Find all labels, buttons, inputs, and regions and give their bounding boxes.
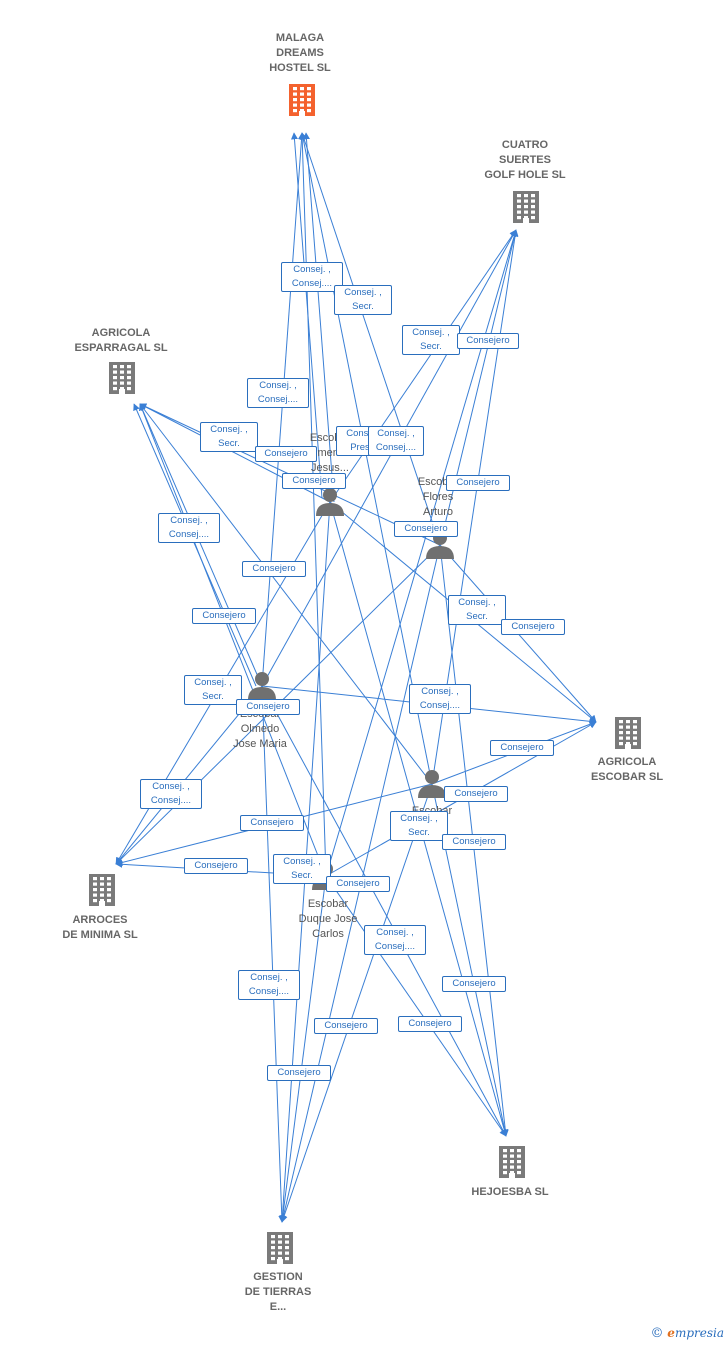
brand-name: mpresia (674, 1326, 724, 1340)
edge-label[interactable]: Consej. , Consej.... (409, 684, 471, 714)
company-label-hejoesba[interactable]: HEJOESBA SL (471, 1186, 549, 1198)
person-icon[interactable] (418, 770, 446, 798)
edge-label[interactable]: Consej. , Consej.... (247, 378, 309, 408)
edge-label[interactable]: Consej. , Consej.... (238, 970, 300, 1000)
edge-jose_carlos-to-malaga (298, 132, 327, 877)
company-label-esparragal[interactable]: AGRICOLA ESPARRAGAL SL (74, 327, 168, 354)
edge-jose_carlos-to-gestion (279, 875, 327, 1223)
copyright-symbol: © (650, 1326, 664, 1341)
edge-label[interactable]: Consejero (255, 446, 317, 462)
edge-label[interactable]: Consej. , Consej.... (140, 779, 202, 809)
edge-jose_maria-to-cuatro (261, 229, 517, 687)
edge-label[interactable]: Consej. , Consej.... (158, 513, 220, 543)
company-label-cuatro[interactable]: CUATRO SUERTES GOLF HOLE SL (484, 139, 566, 181)
edge-label[interactable]: Consejero (240, 815, 304, 831)
edge-jesus-to-cuatro (329, 229, 517, 503)
person-label-jose-carlos[interactable]: Escobar Duque Jose Carlos (298, 898, 358, 940)
edge-label[interactable]: Consej. , Consej.... (368, 426, 424, 456)
edge-jose_carlos-to-esparragal (139, 403, 327, 877)
brand-initial: e (667, 1326, 675, 1340)
edge-label[interactable]: Consejero (442, 976, 506, 992)
building-icon[interactable] (513, 191, 539, 223)
edge-label[interactable]: Consejero (501, 619, 565, 635)
edge-label[interactable]: Consejero (314, 1018, 378, 1034)
building-icon-highlight[interactable] (289, 84, 315, 116)
building-icon[interactable] (267, 1232, 293, 1264)
person-icon[interactable] (248, 672, 276, 700)
edge-label[interactable]: Consejero (446, 475, 510, 491)
edge-label[interactable]: Consej. , Consej.... (281, 262, 343, 292)
edge-label[interactable]: Consejero (184, 858, 248, 874)
edge-label[interactable]: Consejero (394, 521, 458, 537)
edge-jose_maria-to-esparragal (133, 403, 257, 687)
edge-arturo-to-cuatro (439, 229, 518, 546)
edge-p4-to-malaga (299, 132, 433, 785)
edge-label[interactable]: Consej. , Secr. (334, 285, 392, 315)
company-label-malaga[interactable]: MALAGA DREAMS HOSTEL SL (269, 32, 331, 74)
edge-label[interactable]: Consej. , Secr. (273, 854, 331, 884)
edge-jose_carlos-to-hejoesba (325, 875, 507, 1137)
edge-jose_maria-to-esparragal (139, 403, 263, 687)
edge-label[interactable]: Consejero (326, 876, 390, 892)
edge-label[interactable]: Consejero (457, 333, 519, 349)
edge-label[interactable]: Consejero (490, 740, 554, 756)
edge-label[interactable]: Consej. , Consej.... (364, 925, 426, 955)
edge-jesus-to-malaga (302, 132, 335, 503)
edge-label[interactable]: Consejero (192, 608, 256, 624)
edge-label[interactable]: Consejero (398, 1016, 462, 1032)
edge-jose_maria-to-hejoesba (261, 685, 507, 1137)
edge-label[interactable]: Consej. , Secr. (390, 811, 448, 841)
edge-label[interactable]: Consejero (236, 699, 300, 715)
edge-p4-to-esparragal (139, 403, 433, 785)
edge-label[interactable]: Consej. , Secr. (448, 595, 506, 625)
building-icon[interactable] (615, 717, 641, 749)
edge-label[interactable]: Consej. , Secr. (402, 325, 460, 355)
building-icon[interactable] (109, 362, 135, 394)
edge-p4-to-gestion (280, 783, 433, 1223)
edge-label[interactable]: Consejero (267, 1065, 331, 1081)
company-label-gestion[interactable]: GESTION DE TIERRAS E... (244, 1271, 312, 1313)
nodes-layer (89, 84, 641, 1264)
edge-arturo-to-malaga (300, 132, 441, 546)
edge-jose_maria-to-gestion (261, 685, 286, 1223)
building-icon[interactable] (499, 1146, 525, 1178)
company-label-escobar-sl[interactable]: AGRICOLA ESCOBAR SL (590, 756, 664, 783)
edge-label[interactable]: Consejero (282, 473, 346, 489)
empresia-watermark: © empresia (650, 1326, 724, 1341)
edge-jose_maria-to-arroces (115, 685, 263, 865)
person-icon[interactable] (316, 488, 344, 516)
edge-label[interactable]: Consejero (444, 786, 508, 802)
edge-label[interactable]: Consejero (442, 834, 506, 850)
company-label-arroces[interactable]: ARROCES DE MINIMA SL (62, 914, 138, 941)
edge-label[interactable]: Consejero (242, 561, 306, 577)
edge-label[interactable]: Consej. , Secr. (184, 675, 242, 705)
edge-label[interactable]: Consej. , Secr. (200, 422, 258, 452)
edge-jose_maria-to-malaga (261, 132, 306, 687)
building-icon[interactable] (89, 874, 115, 906)
